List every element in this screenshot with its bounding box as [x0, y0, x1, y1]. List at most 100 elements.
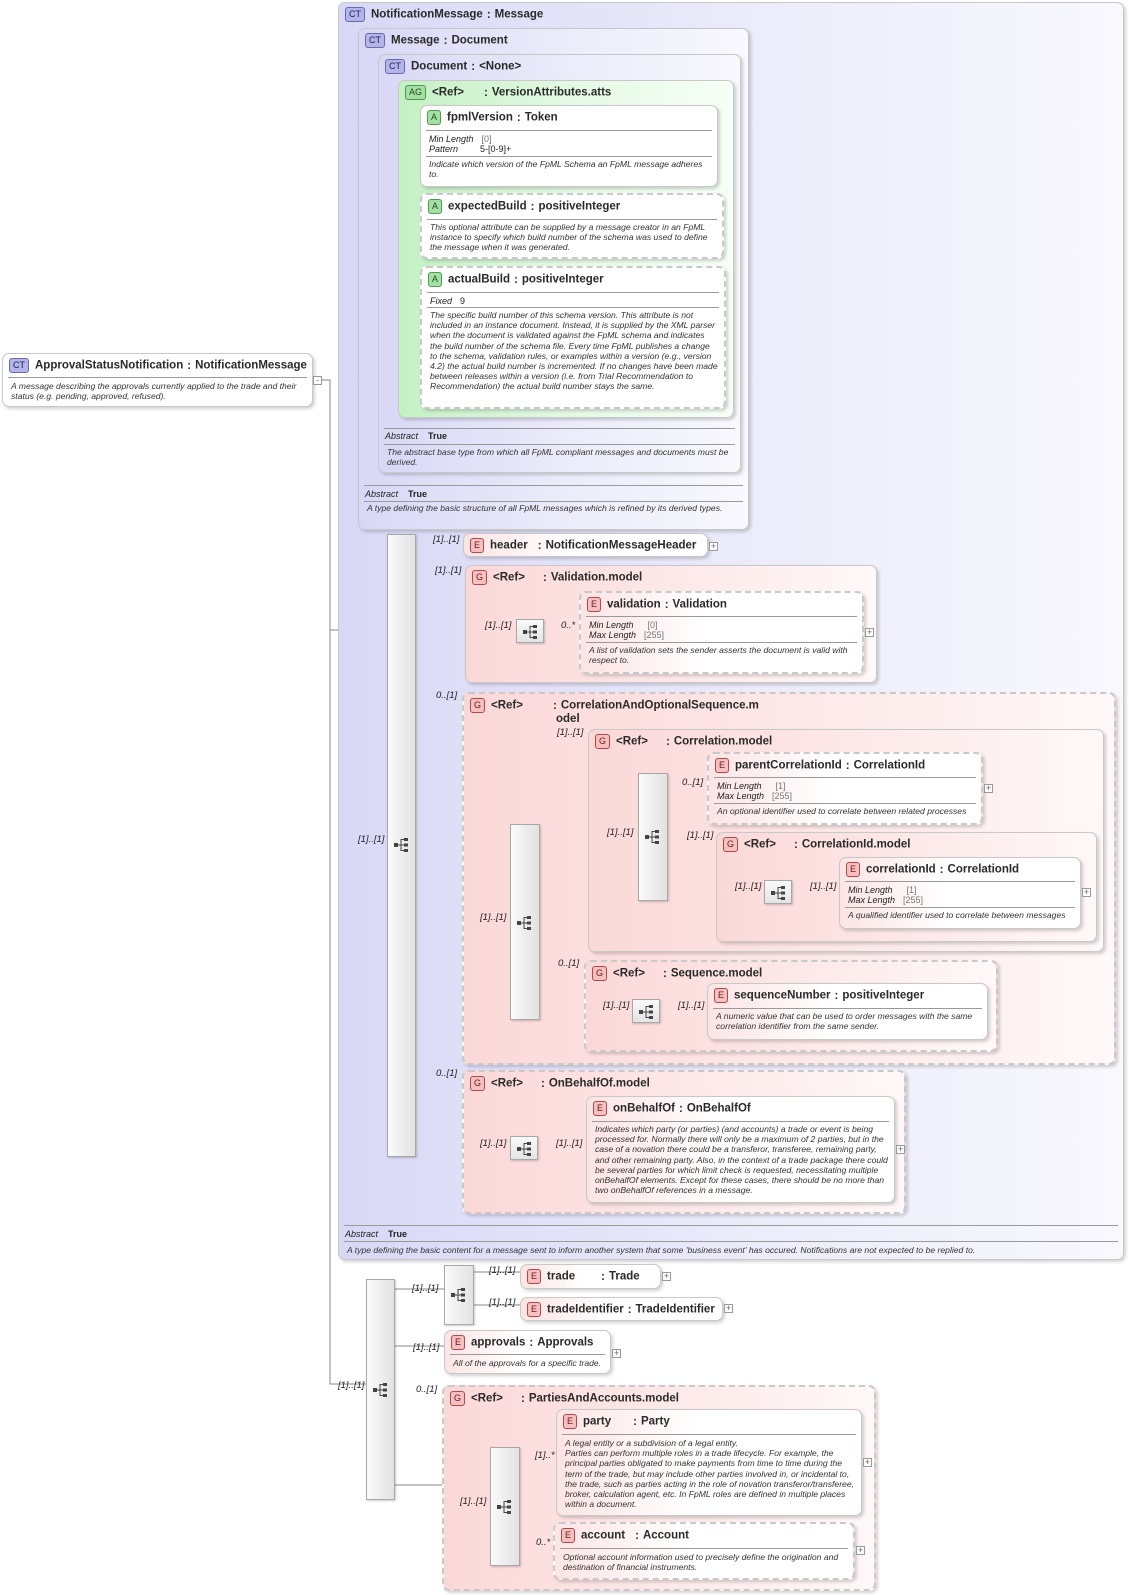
sequence-icon	[497, 1500, 511, 1514]
separator	[714, 803, 976, 804]
element-icon: E	[587, 597, 602, 612]
expand-toggle[interactable]: +	[896, 1144, 905, 1154]
main-sequence-multiplicity: [1]..[1]	[358, 834, 385, 845]
separator	[562, 1434, 856, 1435]
element-icon: E	[470, 538, 485, 553]
correlation-and-optional-sequence-compositor[interactable]	[510, 824, 540, 1020]
expand-toggle[interactable]: +	[865, 627, 874, 637]
sequence-number-multiplicity: [1]..[1]	[678, 1000, 705, 1011]
separator	[713, 1008, 982, 1009]
complex-type-icon: CT	[345, 7, 365, 22]
separator	[845, 881, 1075, 882]
attribute-icon: A	[428, 199, 443, 214]
validation-sequence-compositor[interactable]	[516, 619, 544, 643]
correlation-model-multiplicity: [1]..[1]	[557, 727, 584, 738]
element-icon: E	[527, 1269, 542, 1284]
correlation-id-model-multiplicity: [1]..[1]	[687, 830, 714, 841]
correlation-sequence-multiplicity: [1]..[1]	[480, 912, 507, 923]
separator	[427, 219, 717, 220]
expand-toggle[interactable]: +	[724, 1303, 733, 1313]
validation-multiplicity: 0..*	[561, 620, 576, 631]
correlation-inner-sequence-multiplicity: [1]..[1]	[607, 827, 634, 838]
sequence-number-doc: A numeric value that can be used to orde…	[716, 1011, 973, 1032]
sequence-model-sequence-multiplicity: [1]..[1]	[603, 1000, 630, 1011]
group-icon: G	[592, 966, 608, 981]
sequence-model-compositor[interactable]	[632, 999, 660, 1023]
separator	[450, 1354, 605, 1355]
on-behalf-of-sequence-multiplicity: [1]..[1]	[480, 1138, 507, 1149]
max-length-facet: Max Length[255]	[717, 791, 793, 801]
sequence-icon	[639, 1005, 653, 1019]
message-doc: A type defining the basic structure of a…	[367, 503, 723, 513]
attribute-icon: A	[427, 110, 442, 125]
header-multiplicity: [1]..[1]	[433, 534, 460, 545]
approvals-doc: All of the approvals for a specific trad…	[453, 1358, 602, 1368]
sequence-icon	[523, 625, 537, 639]
expected-build-doc: This optional attribute can be supplied …	[430, 222, 708, 253]
sequence-icon	[517, 916, 531, 930]
fpml-version-doc: Indicate which version of the FpML Schem…	[429, 159, 703, 180]
on-behalf-of-multiplicity: [1]..[1]	[556, 1138, 583, 1149]
expand-toggle[interactable]: +	[1082, 887, 1091, 897]
correlation-id-doc: A qualified identifier used to correlate…	[848, 910, 1066, 920]
on-behalf-of-model-multiplicity: 0..[1]	[436, 1068, 458, 1079]
max-length-facet: Max Length[255]	[848, 895, 924, 905]
sequence-model-multiplicity: 0..[1]	[558, 958, 580, 969]
collapse-toggle[interactable]: -	[313, 376, 322, 385]
sequence-icon	[645, 830, 659, 844]
separator	[714, 777, 976, 778]
parties-and-accounts-sequence-multiplicity: [1]..[1]	[460, 1496, 487, 1507]
correlation-id-sequence-compositor[interactable]	[764, 880, 792, 904]
root-type-doc: A message describing the approvals curre…	[11, 381, 297, 402]
separator	[592, 1121, 889, 1122]
complex-type-icon: CT	[385, 59, 405, 74]
expand-toggle[interactable]: +	[709, 541, 718, 551]
element-icon: E	[527, 1302, 542, 1317]
expand-toggle[interactable]: +	[984, 783, 993, 793]
expand-toggle[interactable]: +	[856, 1545, 865, 1555]
complex-type-icon: CT	[365, 33, 385, 48]
trade-identifier-multiplicity: [1]..[1]	[489, 1297, 516, 1308]
expand-toggle[interactable]: +	[863, 1457, 872, 1467]
group-icon: G	[723, 837, 739, 852]
element-icon: E	[846, 862, 861, 877]
separator	[845, 907, 1075, 908]
expand-toggle[interactable]: +	[662, 1271, 671, 1281]
separator	[586, 616, 857, 617]
validation-model-multiplicity: [1]..[1]	[435, 565, 462, 576]
min-length-facet: Min Length[0]	[589, 620, 658, 630]
separator	[427, 292, 719, 293]
on-behalf-of-sequence-compositor[interactable]	[510, 1136, 538, 1160]
sequence-icon	[394, 838, 408, 852]
version-attributes-header: AG<Ref>:VersionAttributes.atts	[405, 85, 611, 100]
expand-toggle[interactable]: +	[612, 1348, 621, 1358]
correlation-id-multiplicity: [1]..[1]	[810, 881, 837, 892]
parent-correlation-id-doc: An optional identifier used to correlate…	[717, 806, 967, 816]
min-length-facet: Min Length[1]	[717, 781, 786, 791]
group-icon: G	[450, 1391, 466, 1406]
element-icon: E	[715, 758, 730, 773]
separator	[344, 1225, 1118, 1226]
party-multiplicity: [1]..*	[535, 1450, 555, 1461]
separator	[364, 485, 743, 486]
separator	[344, 1241, 1118, 1242]
